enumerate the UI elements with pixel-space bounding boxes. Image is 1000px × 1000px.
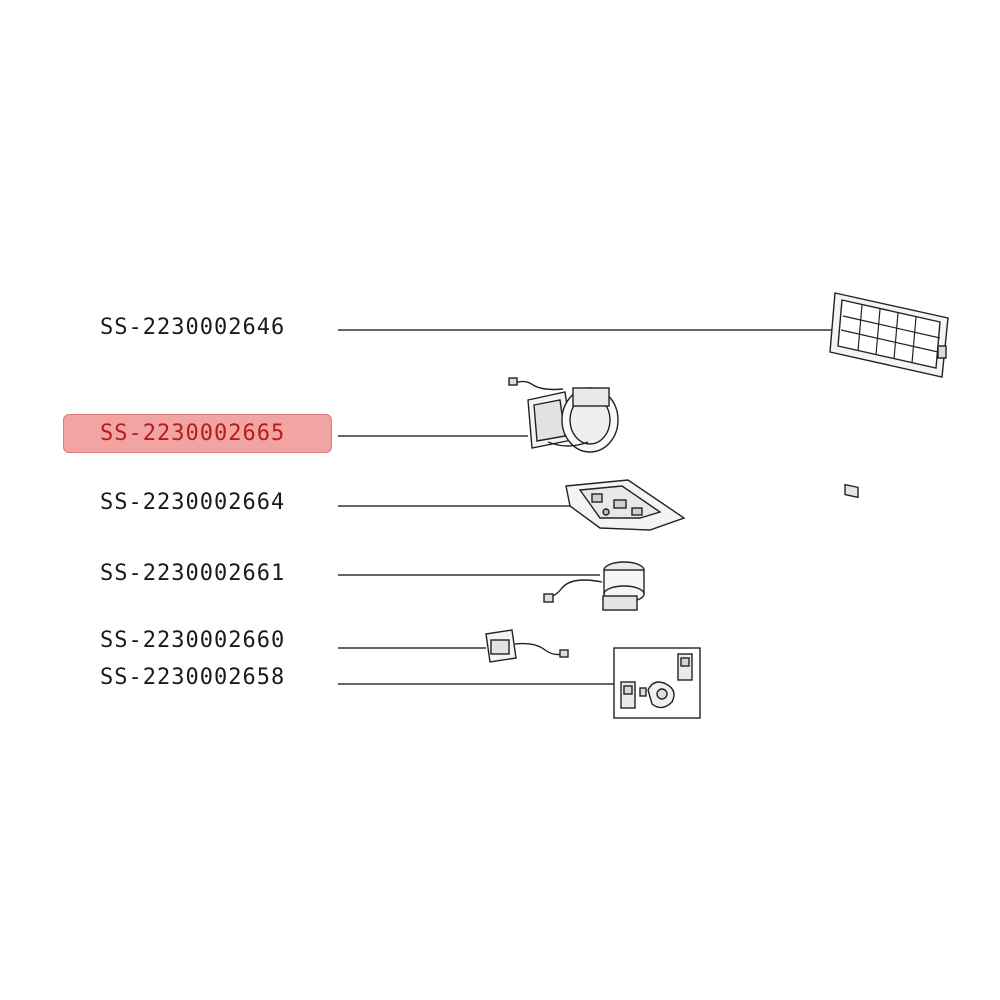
part-label-2230002665[interactable]: SS-2230002665 — [100, 421, 286, 446]
part-label-2230002658[interactable]: SS-2230002658 — [100, 665, 286, 690]
selected-part-highlight — [63, 414, 332, 453]
part-label-2230002664[interactable]: SS-2230002664 — [100, 490, 286, 515]
sensor-with-cable-icon[interactable] — [485, 629, 569, 663]
part-label-2230002661[interactable]: SS-2230002661 — [100, 561, 286, 586]
motor-with-cable-icon[interactable] — [543, 561, 645, 611]
part-label-2230002660[interactable]: SS-2230002660 — [100, 628, 286, 653]
leader-lines — [338, 329, 838, 685]
wheel-motor-icon[interactable] — [508, 377, 619, 453]
part-label-2230002646[interactable]: SS-2230002646 — [100, 315, 286, 340]
grille-filter-icon[interactable] — [829, 292, 949, 499]
circuit-board-icon[interactable] — [565, 479, 686, 531]
switch-kit-icon[interactable] — [613, 647, 701, 719]
